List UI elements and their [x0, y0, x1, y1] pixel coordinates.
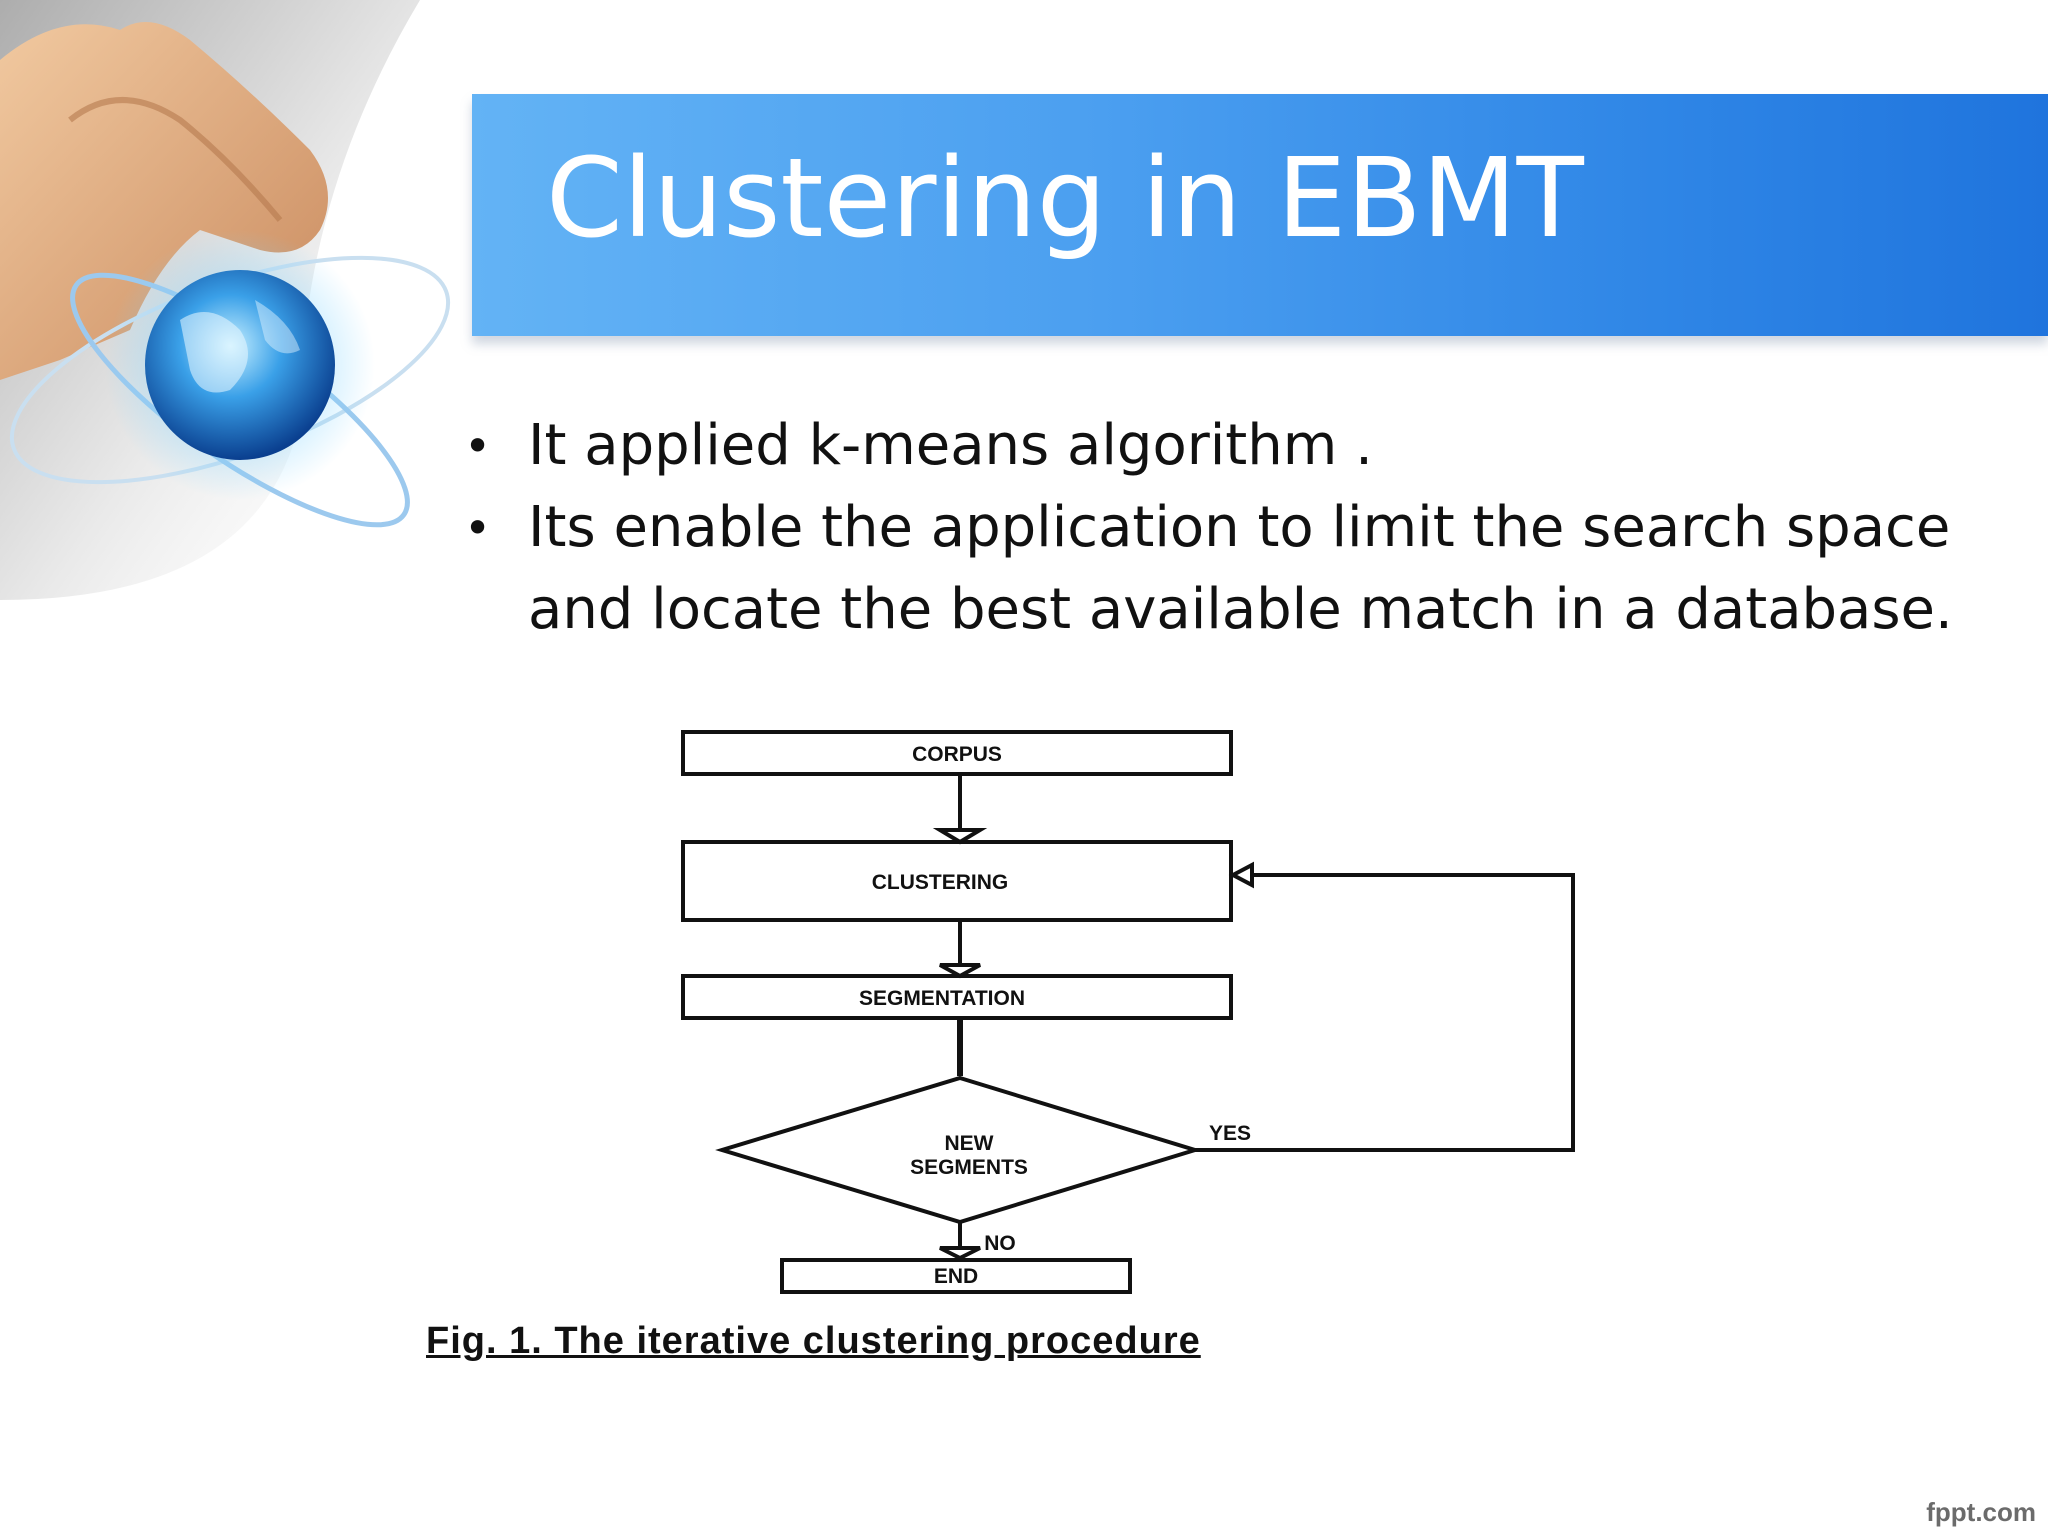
title-banner: Clustering in EBMT	[472, 94, 2048, 336]
end-box	[780, 1258, 1132, 1294]
slide-title: Clustering in EBMT	[546, 134, 1584, 262]
bullet-item: • It applied k-means algorithm .	[458, 405, 2018, 487]
node-label-clustering: CLUSTERING	[872, 871, 1009, 894]
yes-loop-line	[1195, 873, 1575, 1152]
bullet-icon: •	[464, 501, 492, 555]
edge-label-yes: YES	[1209, 1122, 1251, 1145]
node-label-end: END	[934, 1265, 978, 1288]
clustering-box	[681, 840, 1233, 922]
node-label-decision-line2: SEGMENTS	[910, 1156, 1028, 1179]
node-label-segmentation: SEGMENTATION	[859, 987, 1025, 1010]
flowchart-diagram: CORPUS CLUSTERING SEGMENTATION NEW SEGME…	[681, 730, 1575, 1294]
arrowhead	[939, 1246, 981, 1261]
arrowhead	[1228, 861, 1254, 889]
watermark: fppt.com	[1926, 1497, 2036, 1527]
bullet-text: It applied k-means algorithm .	[528, 413, 1373, 478]
arrowhead	[932, 828, 988, 845]
corpus-box	[681, 730, 1233, 776]
figure-caption: Fig. 1. The iterative clustering procedu…	[426, 1320, 1201, 1362]
arrowhead	[939, 963, 981, 979]
bullet-icon: •	[464, 419, 492, 473]
node-label-corpus: CORPUS	[912, 743, 1002, 766]
hand-globe-decoration	[0, 0, 451, 600]
bullet-item: • Its enable the application to limit th…	[458, 487, 2018, 651]
bullet-text: Its enable the application to limit the …	[528, 495, 1953, 642]
node-label-decision-line1: NEW	[945, 1132, 994, 1155]
edge-label-no: NO	[984, 1232, 1016, 1255]
bullet-list: • It applied k-means algorithm . • Its e…	[458, 405, 2018, 651]
